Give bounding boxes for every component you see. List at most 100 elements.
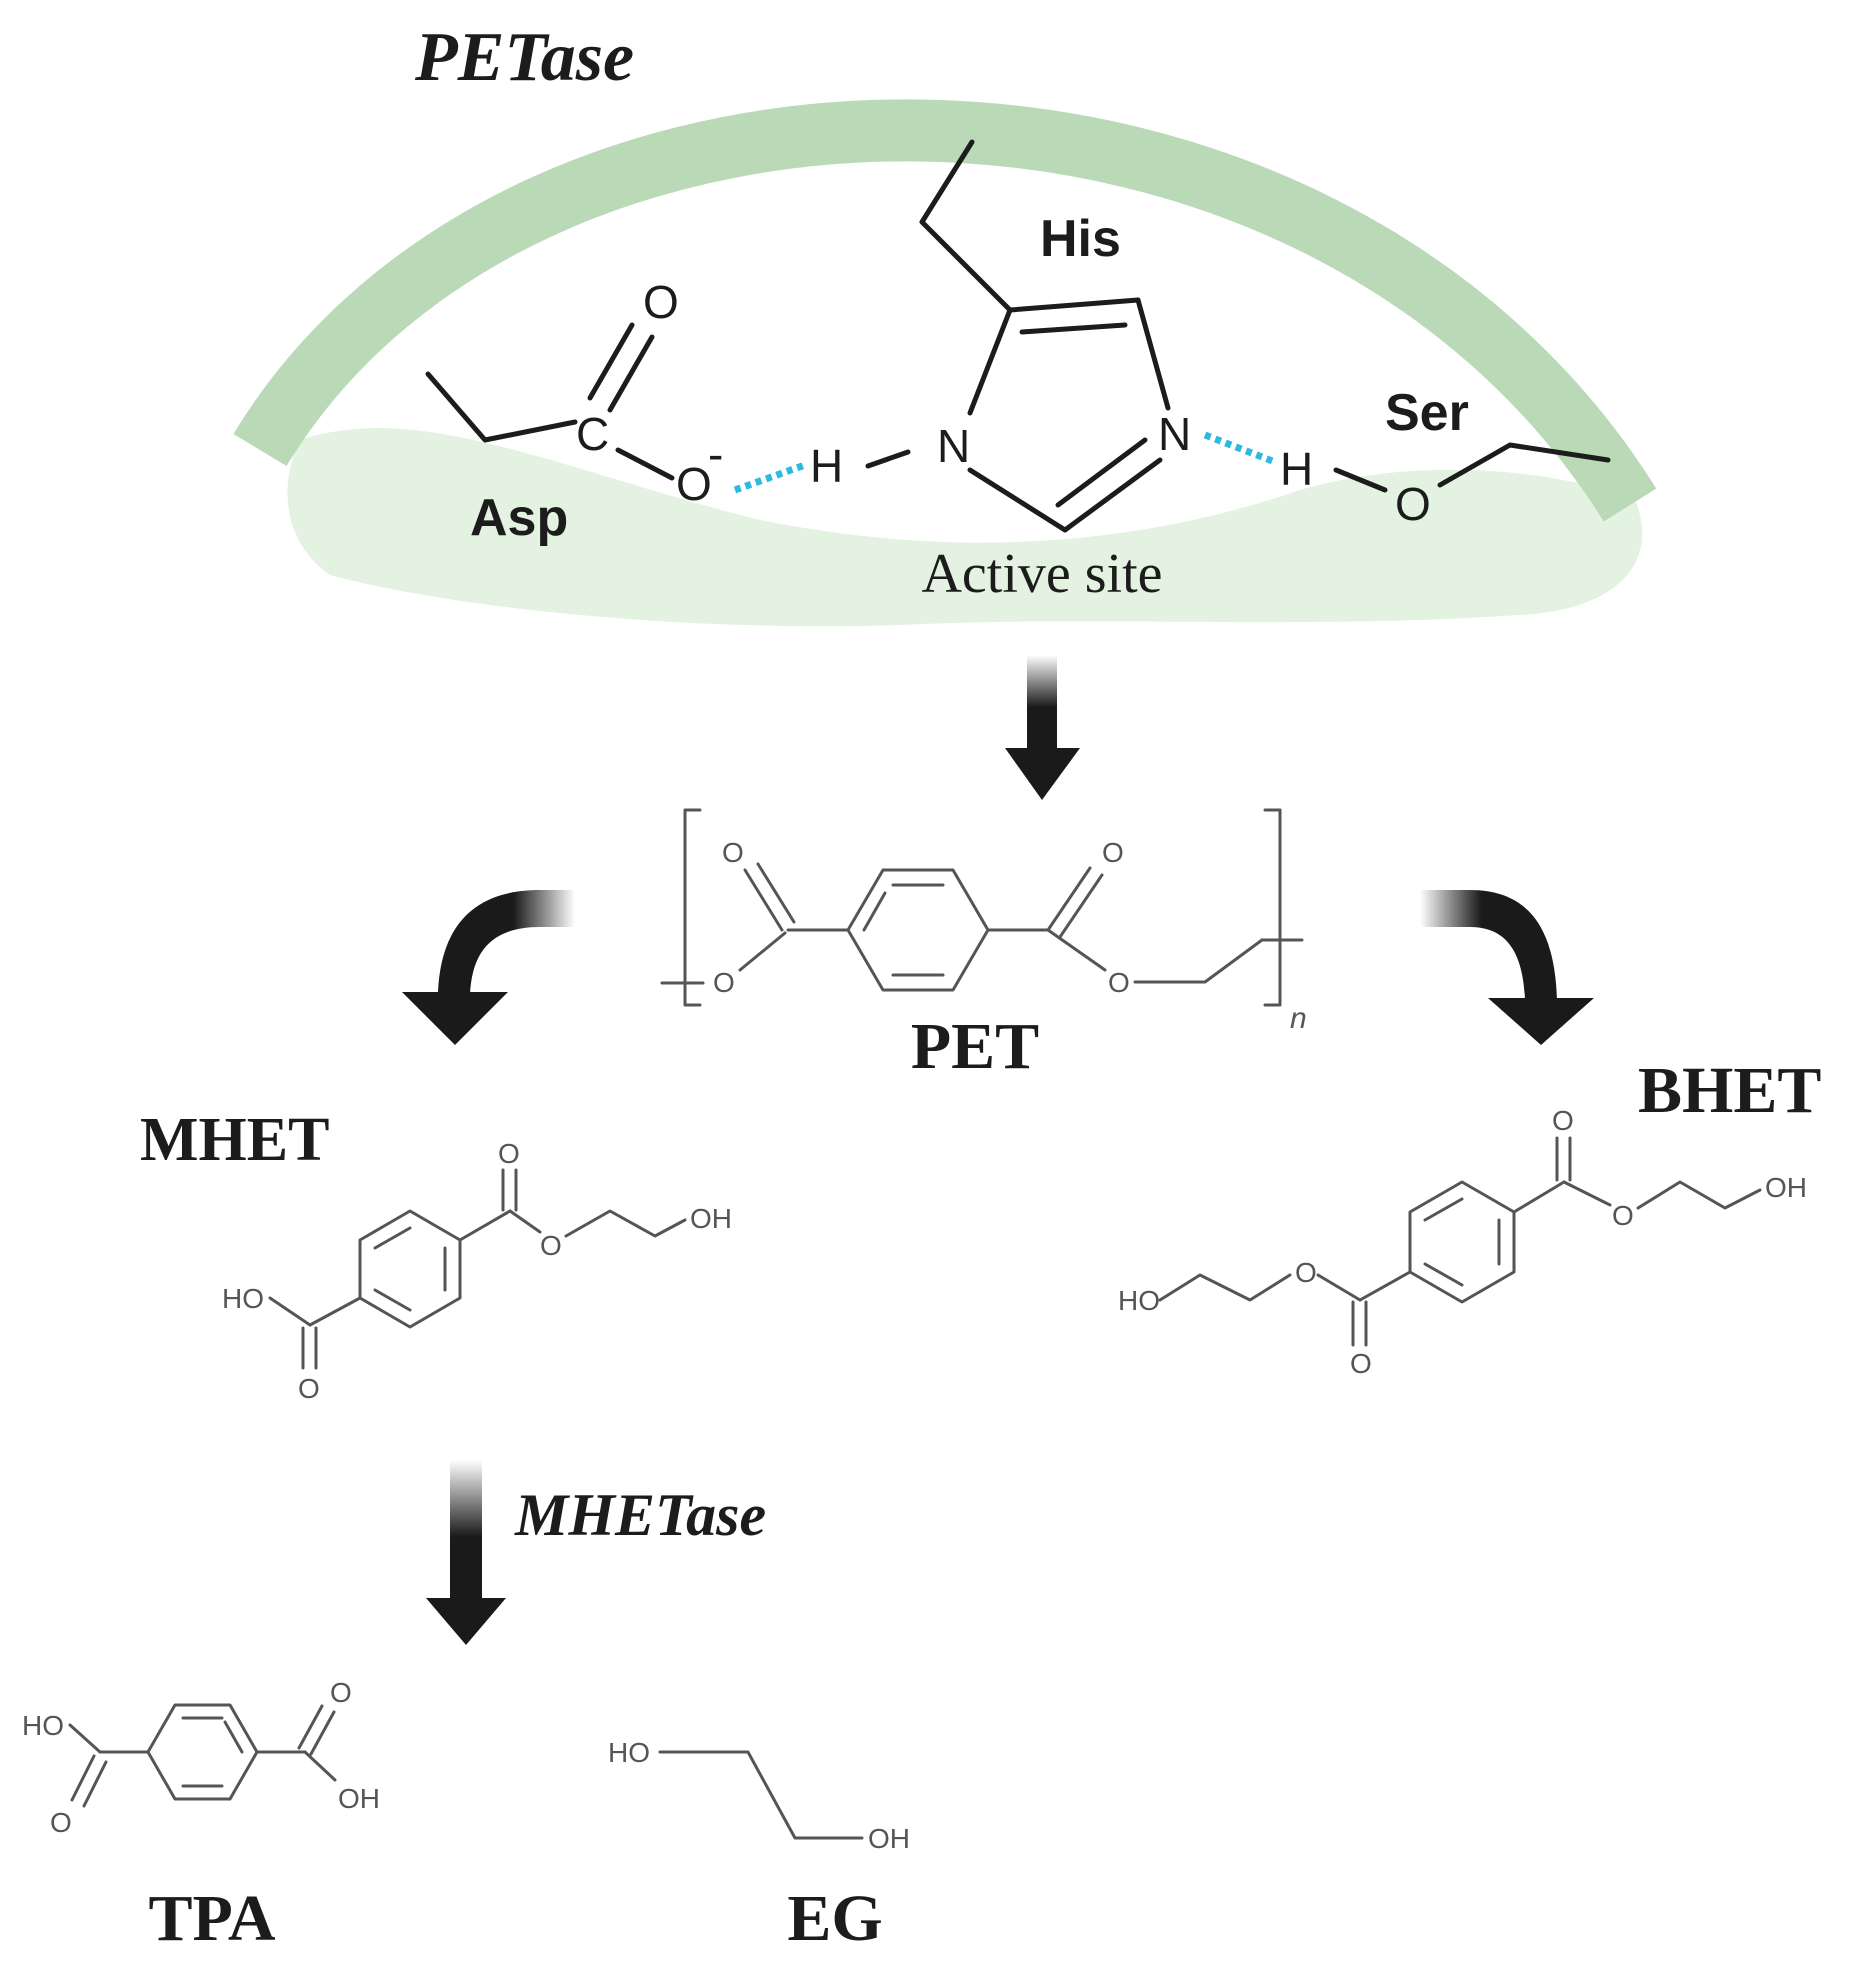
mhet-bond-1 <box>268 1296 312 1327</box>
pet-carbonyl-right-1 <box>1046 866 1092 932</box>
bhet-ester-oxygen-right: O <box>1612 1200 1634 1231</box>
bhet-ring-double-3 <box>1423 1262 1464 1287</box>
pet-carbonyl-left-2 <box>756 862 796 924</box>
eg-structure: HO OH <box>608 1737 910 1854</box>
tpa-hydroxyl-right: OH <box>338 1783 380 1814</box>
pet-ring-double-3 <box>862 891 887 932</box>
tpa-carbonyl-oxygen-left: O <box>50 1807 72 1838</box>
mhet-ester-bond <box>508 1209 542 1234</box>
his-nitrogen-2: N <box>1158 408 1191 460</box>
mhet-carbonyl-oxygen-top: O <box>498 1138 520 1169</box>
bhet-ethylene-right <box>1636 1180 1762 1210</box>
active-site-label: Active site <box>921 543 1162 605</box>
bhet-carbonyl-oxygen-bottom: O <box>1350 1348 1372 1379</box>
his-ring-bond-4b <box>1055 437 1148 508</box>
pet-right-bracket <box>1263 808 1282 1007</box>
hbond-asp-his <box>733 461 807 494</box>
bhet-ethylene-left <box>1158 1273 1292 1302</box>
tpa-carbonyl-left-b <box>82 1760 108 1808</box>
his-ring-bond-5 <box>967 467 1068 533</box>
mhet-label: MHET <box>140 1106 329 1174</box>
arrow-head <box>1005 748 1080 800</box>
enzyme-title: PETase <box>414 19 634 96</box>
pet-benzene-ring <box>846 868 990 992</box>
pet-carbonyl-oxygen-left: O <box>722 837 744 868</box>
pocket-fill <box>287 428 1643 627</box>
tpa-label: TPA <box>148 1882 275 1955</box>
his-side-chain <box>919 139 1013 313</box>
tpa-carbonyl-left <box>70 1754 96 1802</box>
enzyme-pocket <box>233 99 1657 627</box>
pet-bond-o1 <box>738 931 787 972</box>
pet-structure: O O O O n <box>660 808 1307 1035</box>
pet-left-bracket <box>683 808 702 1007</box>
his-ring-bond-2b <box>1019 322 1128 335</box>
bhet-ester-oxygen-left: O <box>1295 1257 1317 1288</box>
arrow-pet-to-mhet <box>402 890 575 1045</box>
bhet-ring-double-1 <box>1423 1197 1464 1222</box>
pocket-band <box>233 99 1657 522</box>
asp-charge: - <box>708 428 723 480</box>
mhet-carbonyl-oxygen-bottom: O <box>298 1373 320 1404</box>
eg-label: EG <box>787 1882 882 1955</box>
tpa-carbonyl-oxygen-right: O <box>330 1677 352 1708</box>
hbond-his-ser <box>1203 431 1277 466</box>
pet-oxygen-left: O <box>713 967 735 998</box>
bhet-structure: HO O O O O OH <box>1118 1105 1807 1379</box>
bhet-hydroxyl: OH <box>1765 1172 1807 1203</box>
asp-carbonyl-bond-1 <box>587 322 635 401</box>
arrow-head <box>1488 998 1594 1045</box>
arrow-curve <box>438 890 575 995</box>
arrow-pet-to-bhet <box>1420 890 1594 1045</box>
bhet-bond-ring-left <box>1358 1270 1412 1302</box>
asp-carbonyl-bond-2 <box>607 334 655 413</box>
arrow-mhet-to-products <box>426 1460 506 1645</box>
mhet-ester-oxygen: O <box>540 1230 562 1261</box>
arrow-shaft <box>450 1460 482 1600</box>
pet-label: PET <box>911 1010 1039 1083</box>
asp-label: Asp <box>470 489 568 547</box>
his-nh-bond <box>865 449 911 469</box>
tpa-hydroxyl-left: HO <box>22 1710 64 1741</box>
arrow-head <box>402 992 508 1045</box>
tpa-carbonyl-right <box>297 1704 324 1750</box>
tpa-bond-oh <box>303 1750 337 1782</box>
tpa-structure: HO O O OH <box>22 1677 380 1838</box>
mhet-bond-3 <box>458 1209 512 1242</box>
his-ring-bond-2 <box>1007 297 1141 313</box>
tpa-carbonyl-right-b <box>309 1710 336 1756</box>
mhet-hydroxyl: OH <box>690 1203 732 1234</box>
bhet-ester-bond-right <box>1562 1180 1612 1207</box>
arrow-curve <box>1420 890 1557 1000</box>
ser-oxygen: O <box>1395 478 1431 530</box>
mhet-ethylene-chain <box>564 1209 687 1238</box>
his-ring-bond-4 <box>1062 457 1163 533</box>
pet-carbonyl-left-1 <box>743 868 784 932</box>
bhet-carbonyl-oxygen-top: O <box>1552 1105 1574 1136</box>
asp-chain-bond <box>425 371 578 443</box>
arrow-head <box>426 1598 506 1645</box>
pet-oxygen-right: O <box>1108 967 1130 998</box>
pet-carbonyl-oxygen-right: O <box>1102 837 1124 868</box>
mhet-ring-double-1 <box>373 1226 412 1250</box>
asp-carbon: C <box>576 408 609 460</box>
asp-oxygen: O <box>676 458 712 510</box>
catalytic-triad: O C O - Asp H N N His H O Ser <box>425 139 1611 547</box>
arrow-enzyme-to-pet <box>1005 655 1080 800</box>
ser-hydrogen: H <box>1280 443 1313 495</box>
bhet-ester-bond-left <box>1316 1273 1362 1302</box>
ser-chain-bond <box>1437 442 1611 488</box>
asp-oxygen-top: O <box>643 276 679 328</box>
pet-ester-bond <box>1046 928 1107 972</box>
pet-carbonyl-right-2 <box>1058 873 1104 939</box>
his-hydrogen: H <box>810 440 843 492</box>
mhet-structure: HO O O O OH <box>222 1138 732 1404</box>
mhet-bond-2 <box>308 1296 362 1327</box>
bhet-label: BHET <box>1638 1054 1821 1127</box>
mhet-ring-double-3 <box>373 1288 412 1312</box>
pet-ethylene-chain <box>1133 938 1264 984</box>
his-label: His <box>1040 210 1121 268</box>
mhetase-label: MHETase <box>514 1482 766 1548</box>
bhet-bond-ring-right <box>1512 1180 1566 1214</box>
